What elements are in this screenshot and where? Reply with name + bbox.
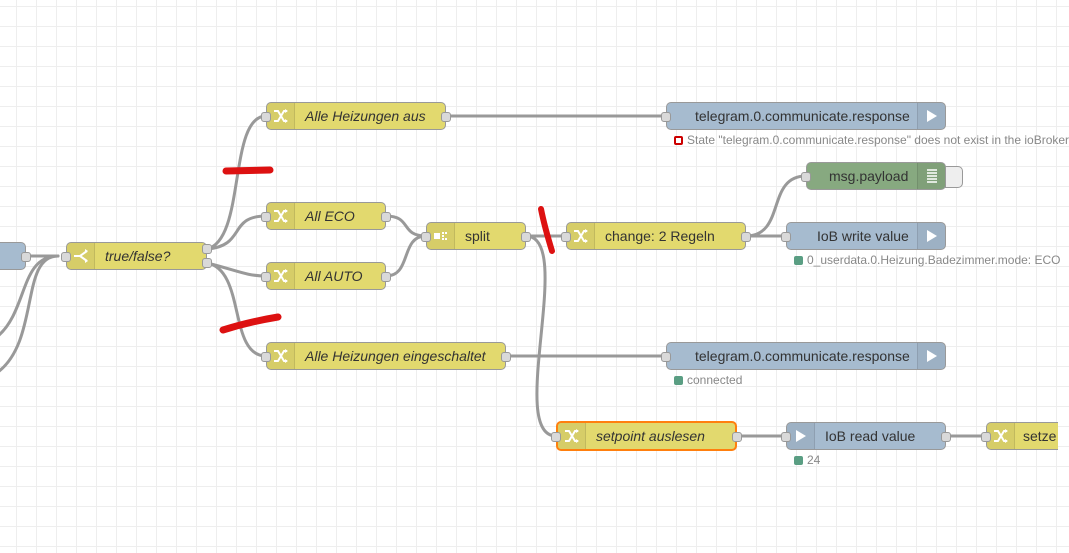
- output-port[interactable]: [441, 112, 451, 122]
- iob-in-node-read-value[interactable]: IoB read value: [781, 422, 951, 450]
- wire: [744, 174, 808, 238]
- change-node-setpoint-auslesen[interactable]: setpoint auslesen: [551, 421, 742, 451]
- node-label: split: [465, 228, 490, 244]
- switch-branch-icon: [67, 243, 95, 269]
- status-ok-indicator: [674, 376, 683, 385]
- red-annotation-stroke: [538, 206, 555, 254]
- output-port-2[interactable]: [202, 258, 212, 268]
- output-port[interactable]: [501, 352, 511, 362]
- node-label: telegram.0.communicate.response: [695, 108, 910, 124]
- status-error-indicator: [674, 136, 683, 145]
- change-node-all-eco[interactable]: All ECO: [261, 202, 391, 230]
- input-port[interactable]: [781, 432, 791, 442]
- status-text: State "telegram.0.communicate.response" …: [687, 133, 1069, 147]
- status-ok-indicator: [794, 256, 803, 265]
- input-port[interactable]: [781, 232, 791, 242]
- change-node-all-auto[interactable]: All AUTO: [261, 262, 391, 290]
- red-annotation-stroke: [222, 166, 274, 175]
- list-lines-icon: [917, 163, 945, 189]
- node-label: setze: [1023, 428, 1057, 444]
- node-label: All AUTO: [305, 268, 363, 284]
- input-port[interactable]: [981, 432, 991, 442]
- change-node-alle-heizungen-eingeschaltet[interactable]: Alle Heizungen eingeschaltet: [261, 342, 511, 370]
- node-label: change: 2 Regeln: [605, 228, 715, 244]
- wire: [205, 261, 268, 358]
- node-label: IoB read value: [825, 428, 916, 444]
- status-ok-indicator: [794, 456, 803, 465]
- iob-out-node-telegram-response[interactable]: telegram.0.communicate.response: [661, 102, 946, 130]
- output-port[interactable]: [741, 232, 751, 242]
- wire: [384, 214, 428, 238]
- node-status: 24: [794, 453, 820, 467]
- node-label: Alle Heizungen eingeschaltet: [305, 348, 486, 364]
- output-port[interactable]: [381, 272, 391, 282]
- node-label: Alle Heizungen aus: [305, 108, 426, 124]
- node-label: msg.payload: [829, 168, 909, 184]
- input-port[interactable]: [421, 232, 431, 242]
- shuffle-icon: [267, 263, 295, 289]
- output-port[interactable]: [941, 432, 951, 442]
- debug-node-msg-payload[interactable]: msg.payload: [801, 162, 963, 190]
- change-node-setze[interactable]: setze: [981, 422, 1058, 450]
- status-text: 24: [807, 453, 821, 467]
- wire: [205, 214, 268, 251]
- shuffle-icon: [567, 223, 595, 249]
- red-annotation-stroke: [219, 313, 282, 334]
- input-port[interactable]: [661, 112, 671, 122]
- output-port[interactable]: [521, 232, 531, 242]
- change-node-2-regeln[interactable]: change: 2 Regeln: [561, 222, 751, 250]
- shuffle-icon: [558, 423, 586, 449]
- input-port[interactable]: [551, 432, 561, 442]
- shuffle-icon: [987, 423, 1015, 449]
- switch-node-true-false[interactable]: true/false?: [61, 242, 212, 270]
- input-port[interactable]: [561, 232, 571, 242]
- node-label: All ECO: [305, 208, 355, 224]
- arrow-out-icon: [917, 103, 945, 129]
- offscreen-iob-node[interactable]: [0, 242, 31, 270]
- input-port[interactable]: [261, 272, 271, 282]
- change-node-alle-heizungen-aus[interactable]: Alle Heizungen aus: [261, 102, 451, 130]
- iob-out-node-telegram-response[interactable]: telegram.0.communicate.response: [661, 342, 946, 370]
- output-port[interactable]: [21, 252, 31, 262]
- shuffle-icon: [267, 343, 295, 369]
- iob-out-node-write-value[interactable]: IoB write value: [781, 222, 946, 250]
- output-port[interactable]: [381, 212, 391, 222]
- input-port[interactable]: [261, 212, 271, 222]
- input-port[interactable]: [661, 352, 671, 362]
- split-icon: [427, 223, 455, 249]
- arrow-in-icon: [787, 423, 815, 449]
- node-label: IoB write value: [817, 228, 909, 244]
- wire: [205, 114, 268, 251]
- shuffle-icon: [267, 103, 295, 129]
- split-node[interactable]: split: [421, 222, 531, 250]
- arrow-out-icon: [917, 223, 945, 249]
- wire: [0, 254, 60, 373]
- node-label: telegram.0.communicate.response: [695, 348, 910, 364]
- output-port-1[interactable]: [202, 244, 212, 254]
- status-text: 0_userdata.0.Heizung.Badezimmer.mode: EC…: [807, 253, 1061, 267]
- input-port[interactable]: [801, 172, 811, 182]
- node-label: setpoint auslesen: [596, 428, 705, 444]
- status-text: connected: [687, 373, 743, 387]
- shuffle-icon: [267, 203, 295, 229]
- node-label: true/false?: [105, 248, 171, 264]
- node-status: connected: [674, 373, 742, 387]
- wire: [524, 234, 558, 438]
- input-port[interactable]: [261, 352, 271, 362]
- node-status: State "telegram.0.communicate.response" …: [674, 133, 1069, 147]
- input-port[interactable]: [261, 112, 271, 122]
- debug-toggle-button[interactable]: [945, 166, 963, 188]
- node-status: 0_userdata.0.Heizung.Badezimmer.mode: EC…: [794, 253, 1060, 267]
- input-port[interactable]: [61, 252, 71, 262]
- wire: [384, 234, 428, 278]
- output-port[interactable]: [732, 432, 742, 442]
- arrow-out-icon: [917, 343, 945, 369]
